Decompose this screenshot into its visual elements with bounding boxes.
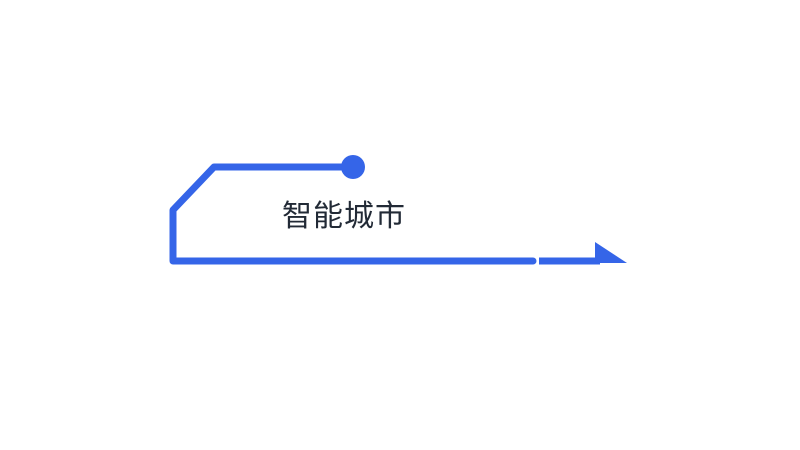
frame-path	[169, 163, 537, 265]
title-text: 智能城市	[282, 199, 406, 234]
endpoint-dot	[341, 155, 365, 179]
arrow-head-icon	[595, 242, 627, 263]
